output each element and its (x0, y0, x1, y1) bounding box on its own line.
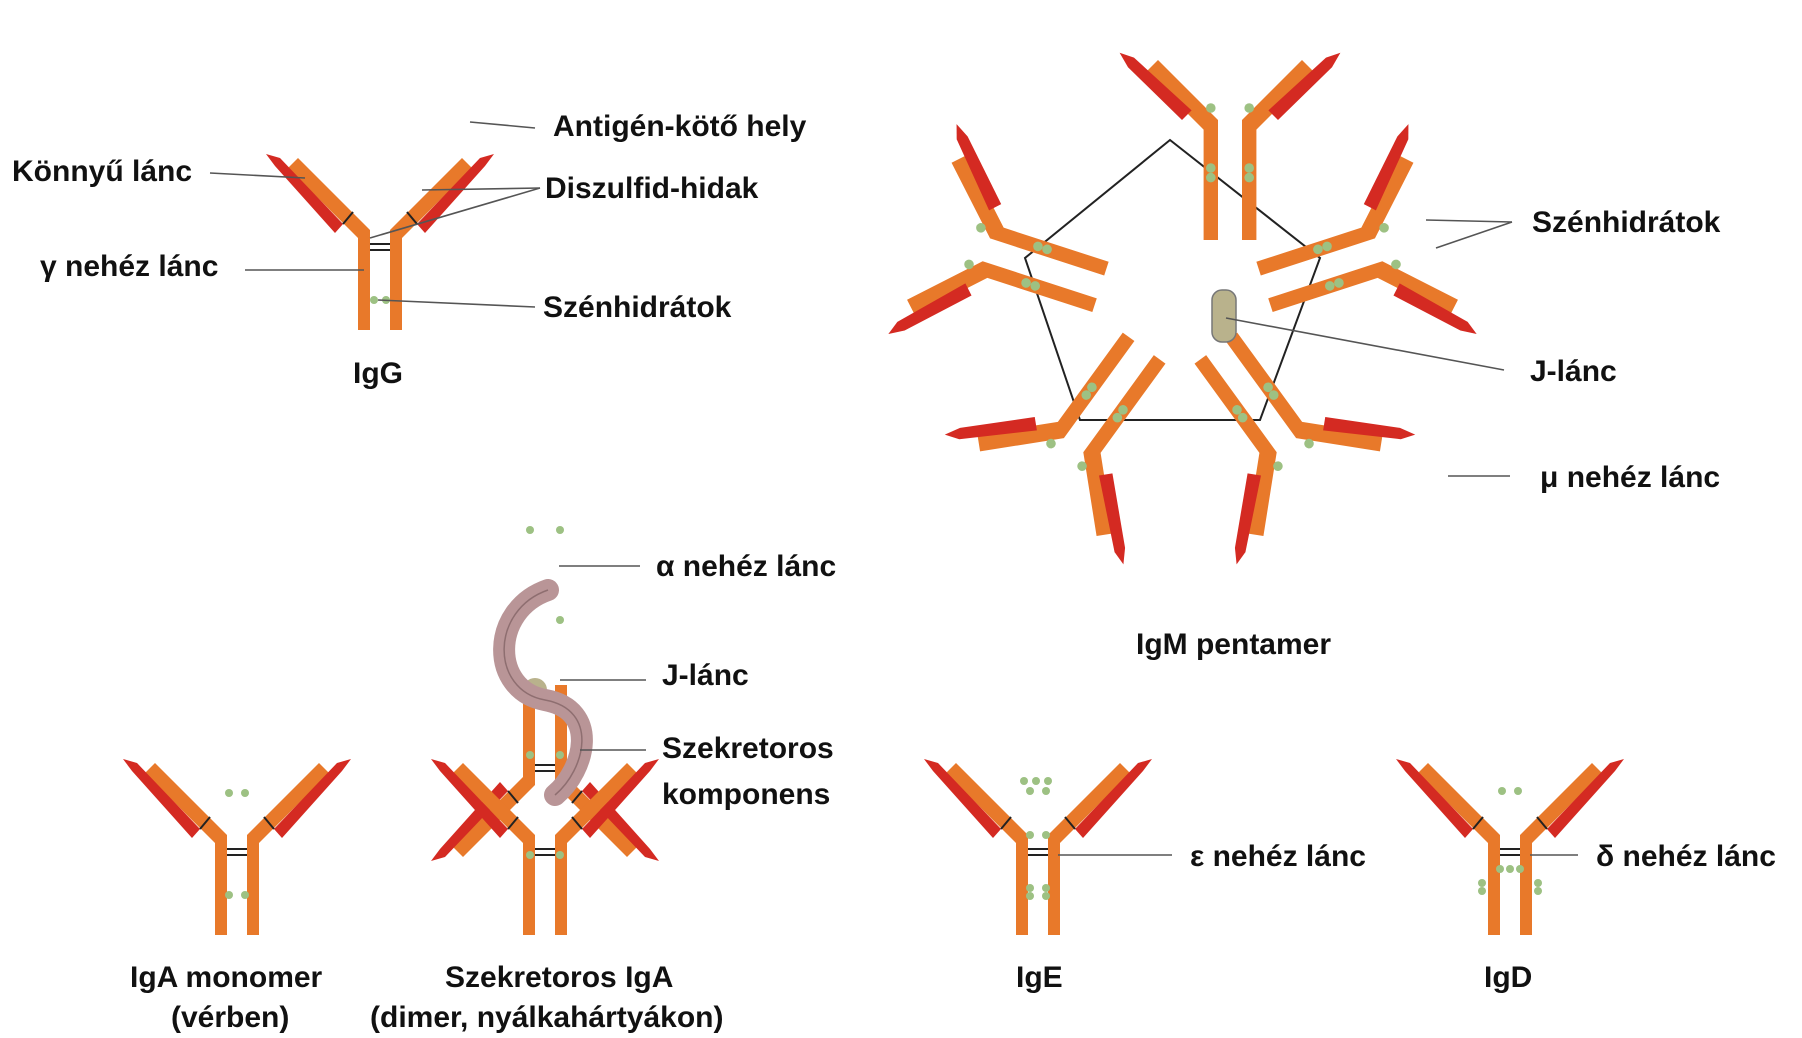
igm-j-chain-label: J-lánc (1530, 355, 1617, 388)
iga-secretory-dimer (431, 526, 659, 935)
iga-heavy-chain-label: α nehéz lánc (656, 550, 836, 583)
igd-heavy-chain-label: δ nehéz lánc (1596, 840, 1776, 873)
igd-molecule (1396, 759, 1624, 935)
iga-monomer (123, 759, 351, 935)
igg-title: IgG (353, 357, 403, 390)
igg-heavy-chain-label: γ nehéz lánc (40, 250, 218, 283)
iga-monomer-title-2: (vérben) (171, 1001, 289, 1034)
iga-j-chain-label: J-lánc (662, 659, 749, 692)
igm-carbohydrates-label: Szénhidrátok (1532, 206, 1721, 239)
igg-light-chain-label: Könnyű lánc (12, 155, 192, 188)
igm-pentamer (888, 53, 1476, 565)
igg-leaders (210, 122, 540, 307)
igg-disulfide-label: Diszulfid-hidak (545, 172, 759, 205)
igm-heavy-chain-label: μ nehéz lánc (1540, 461, 1720, 494)
igm-j-chain (1212, 290, 1236, 342)
iga-secretory-title-1: Szekretoros IgA (445, 961, 673, 994)
igg-antigen-site-label: Antigén-kötő hely (553, 110, 807, 143)
ige-molecule (924, 759, 1152, 935)
igg-carbohydrates-label: Szénhidrátok (543, 291, 732, 324)
iga-secretory-label-1: Szekretoros (662, 732, 834, 765)
igm-title: IgM pentamer (1136, 628, 1331, 661)
ige-title: IgE (1016, 961, 1063, 994)
iga-secretory-title-2: (dimer, nyálkahártyákon) (370, 1001, 723, 1034)
igd-title: IgD (1484, 961, 1532, 994)
iga-monomer-title-1: IgA monomer (130, 961, 323, 994)
iga-secretory-label-2: komponens (662, 778, 830, 811)
ige-heavy-chain-label: ε nehéz lánc (1190, 840, 1366, 873)
